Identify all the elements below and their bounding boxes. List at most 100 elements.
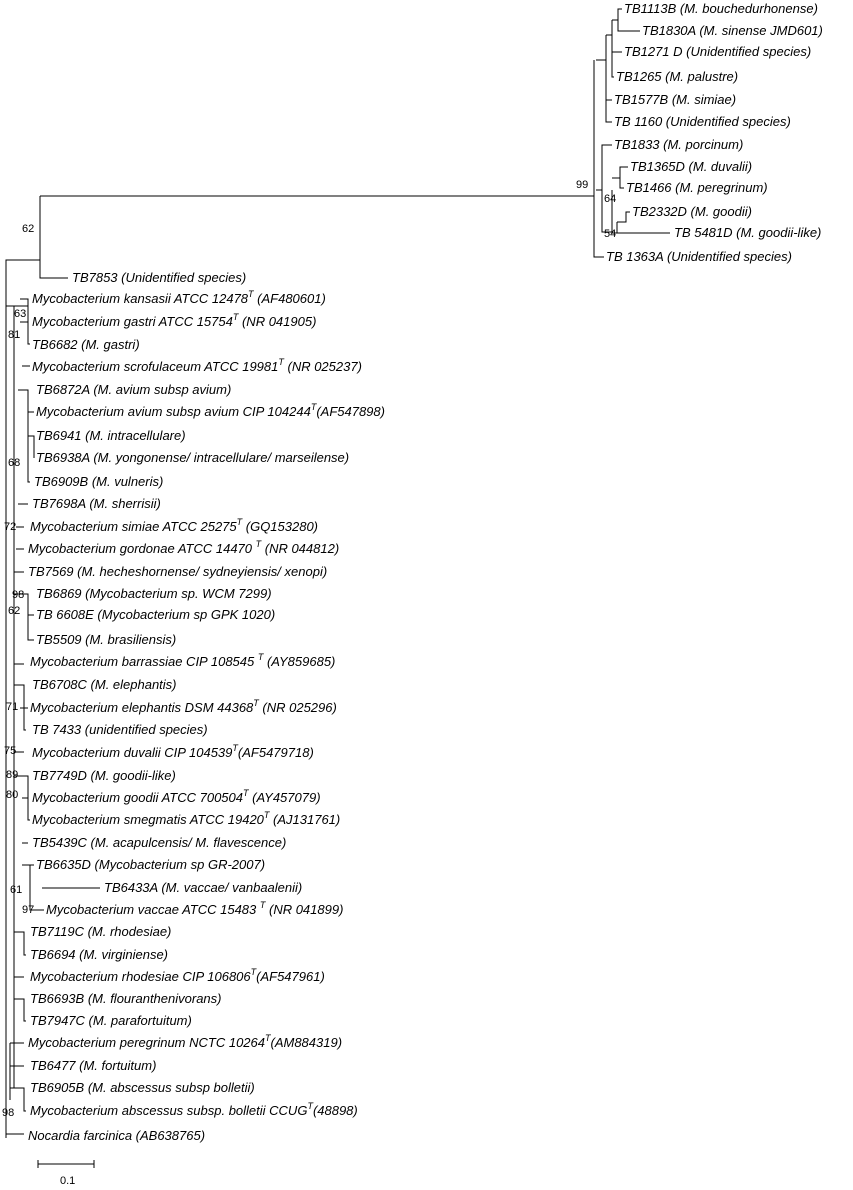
branch — [39, 196, 68, 279]
leaf-label-name: Mycobacterium kansasii ATCC 12478 — [32, 291, 249, 306]
branch — [616, 222, 670, 234]
bootstrap-value: 54 — [604, 228, 616, 240]
branch — [14, 931, 26, 956]
type-strain-superscript: T — [264, 810, 271, 820]
leaf-label-tb6938a: TB6938A (M. yongonense/ intracellulare/ … — [36, 450, 349, 465]
branch — [601, 190, 612, 233]
leaf-label-tb1363a: TB 1363A (Unidentified species) — [606, 249, 792, 264]
branch — [27, 390, 34, 413]
bootstrap-value: 99 — [576, 179, 588, 191]
bootstrap-value: 98 — [12, 589, 24, 601]
leaf-label-tb6693b: TB6693B (M. flouranthenivorans) — [30, 991, 221, 1006]
branch — [596, 144, 612, 191]
leaf-label-tb1365d: TB1365D (M. duvalii) — [630, 159, 752, 174]
accession-number: (AF547961) — [256, 969, 325, 984]
bootstrap-value: 81 — [8, 329, 20, 341]
leaf-label-tb1265: TB1265 (M. palustre) — [616, 69, 738, 84]
bootstrap-value: 62 — [22, 223, 34, 235]
leaf-label-simiae: Mycobacterium simiae ATCC 25275T (GQ1532… — [30, 517, 318, 534]
leaf-label-avium: Mycobacterium avium subsp avium CIP 1042… — [36, 402, 385, 419]
type-strain-superscript: T — [233, 312, 240, 322]
leaf-label-name: Mycobacterium smegmatis ATCC 19420 — [32, 812, 265, 827]
branch — [606, 34, 614, 78]
leaf-label-goodii: Mycobacterium goodii ATCC 700504T (AY457… — [32, 788, 321, 805]
scale-bar-label: 0.1 — [60, 1175, 75, 1187]
branch — [611, 190, 617, 234]
branch — [28, 435, 35, 458]
type-strain-superscript: T — [278, 357, 285, 367]
leaf-label-tb1466: TB1466 (M. peregrinum) — [626, 180, 768, 195]
branch — [611, 20, 622, 53]
leaf-label-name: Mycobacterium scrofulaceum ATCC 19981 — [32, 359, 278, 374]
type-strain-superscript: T — [243, 788, 250, 798]
leaf-label-name: Mycobacterium vaccae ATCC 15483 — [46, 902, 260, 917]
type-strain-superscript: T — [253, 698, 260, 708]
accession-number: (NR 041905) — [238, 314, 316, 329]
branch — [619, 178, 624, 189]
leaf-label-barrassiae: Mycobacterium barrassiae CIP 108545 T (A… — [30, 652, 335, 669]
bootstrap-value: 80 — [6, 789, 18, 801]
leaf-label-duvalii: Mycobacterium duvalii CIP 104539T(AF5479… — [32, 743, 314, 760]
leaf-label-tb1833: TB1833 (M. porcinum) — [614, 137, 743, 152]
branch — [617, 211, 630, 223]
leaf-label-tb5481d: TB 5481D (M. goodii-like) — [674, 225, 821, 240]
bootstrap-value: 68 — [8, 457, 20, 469]
leaf-label-tb6869: TB6869 (Mycobacterium sp. WCM 7299) — [36, 586, 272, 601]
bootstrap-value: 63 — [14, 308, 26, 320]
accession-number: (NR 041899) — [265, 902, 343, 917]
branch — [5, 259, 40, 1138]
accession-number: (AF480601) — [254, 291, 326, 306]
leaf-label-scrofulaceum: Mycobacterium scrofulaceum ATCC 19981T (… — [32, 357, 362, 374]
leaf-label-name: Mycobacterium abscessus subsp. bolletii … — [30, 1103, 307, 1118]
leaf-label-name: Mycobacterium elephantis DSM 44368 — [30, 700, 254, 715]
leaf-label-tb7698a: TB7698A (M. sherrisii) — [32, 496, 161, 511]
branch — [10, 1087, 26, 1112]
leaf-label-tb6477: TB6477 (M. fortuitum) — [30, 1058, 156, 1073]
type-strain-superscript: T — [260, 900, 267, 910]
leaf-label-peregrinum: Mycobacterium peregrinum NCTC 10264T(AM8… — [28, 1033, 342, 1050]
type-strain-superscript: T — [251, 967, 258, 977]
accession-number: (NR 025296) — [259, 700, 337, 715]
branch — [605, 35, 612, 101]
scale-bar-line — [37, 1160, 95, 1168]
leaf-label-name: Mycobacterium rhodesiae CIP 106806 — [30, 969, 251, 984]
leaf-label-tb5509: TB5509 (M. brasiliensis) — [36, 632, 176, 647]
leaf-label-name: Mycobacterium barrassiae CIP 108545 — [30, 654, 258, 669]
leaf-label-name: Mycobacterium avium subsp avium CIP 1042… — [36, 404, 311, 419]
leaf-label-tb6608e: TB 6608E (Mycobacterium sp GPK 1020) — [36, 607, 275, 622]
leaf-labels: TB1113B (M. bouchedurhonense)TB1830A (M.… — [28, 1, 823, 1143]
branch — [612, 8, 622, 21]
accession-number: (AF547898) — [316, 404, 385, 419]
leaf-label-tb6635d: TB6635D (Mycobacterium sp GR-2007) — [36, 857, 265, 872]
type-strain-superscript: T — [307, 1101, 314, 1111]
leaf-label-name: Mycobacterium gastri ATCC 15754 — [32, 314, 233, 329]
branch — [612, 166, 628, 179]
branch — [14, 998, 26, 1022]
accession-number: (AY859685) — [263, 654, 335, 669]
branch — [29, 865, 44, 911]
accession-number: (AY457079) — [249, 790, 321, 805]
tree-branches — [5, 8, 670, 1138]
type-strain-superscript: T — [256, 539, 263, 549]
bootstrap-value: 64 — [604, 193, 616, 205]
leaf-label-tb1577b: TB1577B (M. simiae) — [614, 92, 736, 107]
accession-number: (AF5479718) — [238, 745, 314, 760]
leaf-label-tb7119c: TB7119C (M. rhodesiae) — [30, 924, 171, 939]
leaf-label-tb6682: TB6682 (M. gastri) — [32, 337, 140, 352]
accession-number: (AM884319) — [270, 1035, 342, 1050]
leaf-label-name: Mycobacterium goodii ATCC 700504 — [32, 790, 243, 805]
accession-number: (GQ153280) — [242, 519, 318, 534]
bootstrap-value: 72 — [4, 521, 16, 533]
leaf-label-abscessus: Mycobacterium abscessus subsp. bolletii … — [30, 1101, 358, 1118]
bootstrap-value: 62 — [8, 605, 20, 617]
leaf-label-tb6694: TB6694 (M. virginiense) — [30, 947, 168, 962]
bootstrap-value: 71 — [6, 701, 18, 713]
type-strain-superscript: T — [237, 517, 244, 527]
leaf-label-tb7947c: TB7947C (M. parafortuitum) — [30, 1013, 192, 1028]
leaf-label-tb1271d: TB1271 D (Unidentified species) — [624, 44, 811, 59]
branch — [617, 20, 640, 32]
type-strain-superscript: T — [258, 652, 265, 662]
leaf-label-tb1113b: TB1113B (M. bouchedurhonense) — [624, 1, 818, 16]
